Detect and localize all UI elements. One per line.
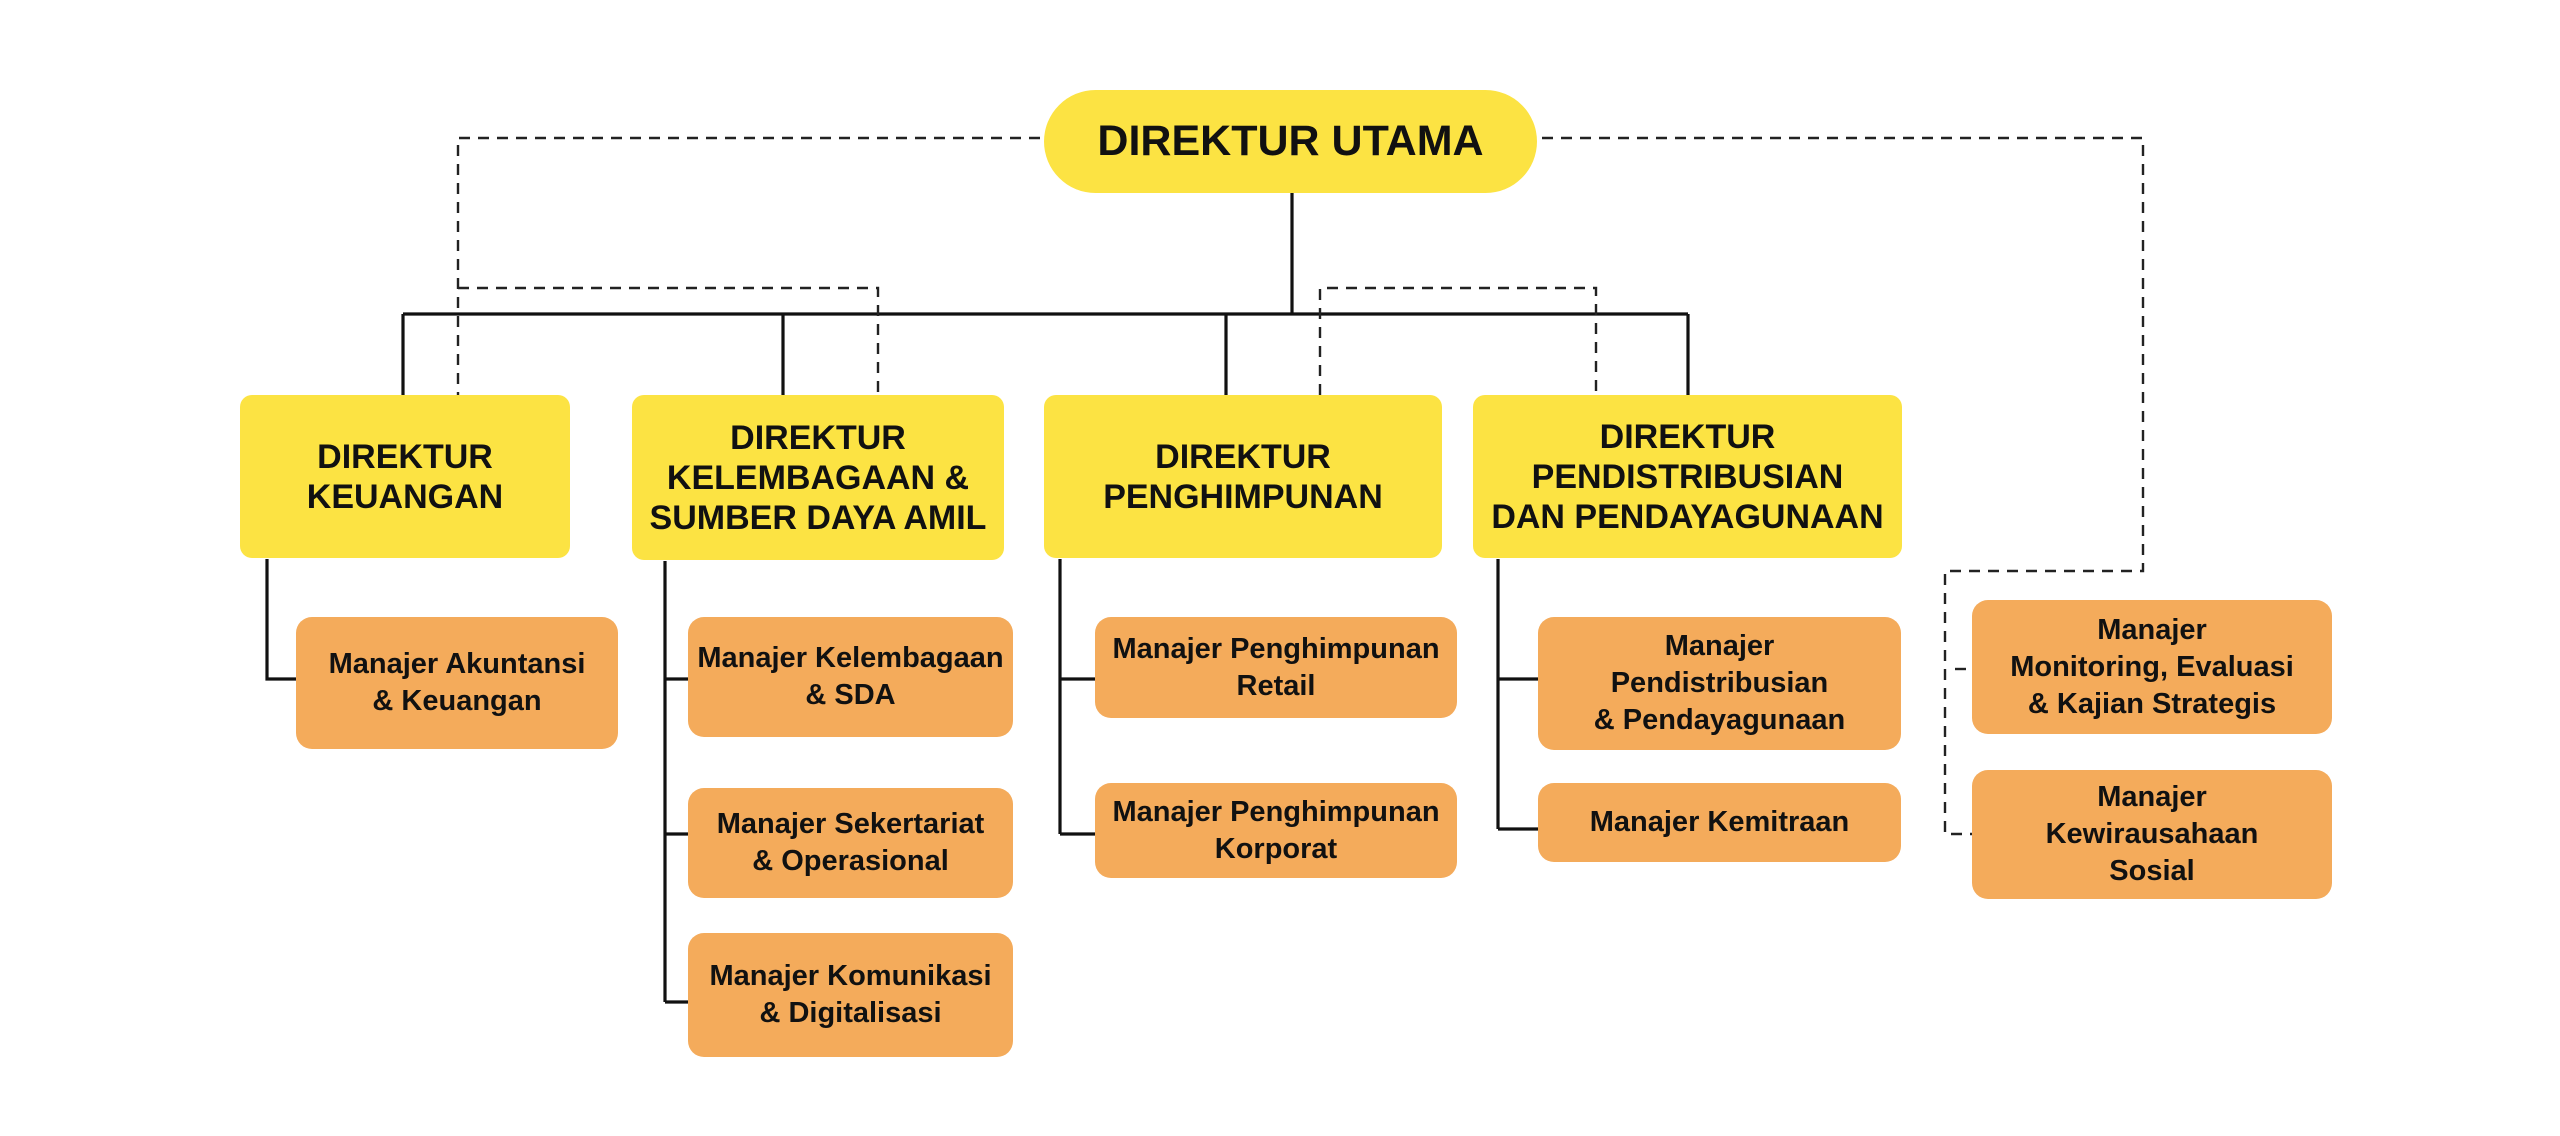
manager-connector-keuangan	[265, 559, 296, 681]
node-manajer-komunikasi: Manajer Komunikasi & Digitalisasi	[688, 933, 1013, 1057]
dashed-inner-left	[458, 286, 880, 395]
node-manajer-penghimpunan-korporat: Manajer Penghimpunan Korporat	[1095, 783, 1457, 878]
node-direktur-keuangan: DIREKTUR KEUANGAN	[240, 395, 570, 558]
node-manajer-kelembagaan: Manajer Kelembagaan & SDA	[688, 617, 1013, 737]
node-direktur-pendistribusian: DIREKTUR PENDISTRIBUSIAN DAN PENDAYAGUNA…	[1473, 395, 1902, 558]
manager-connector-kelembagaan	[663, 561, 688, 1004]
dashed-root-right	[1542, 136, 2145, 836]
node-manajer-penghimpunan-retail: Manajer Penghimpunan Retail	[1095, 617, 1457, 718]
node-manajer-pendistribusian: Manajer Pendistribusian & Pendayagunaan	[1538, 617, 1901, 750]
node-direktur-utama: DIREKTUR UTAMA	[1044, 90, 1537, 193]
node-manajer-kewirausahaan: Manajer Kewirausahaan Sosial	[1972, 770, 2332, 899]
node-manajer-sekertariat: Manajer Sekertariat & Operasional	[688, 788, 1013, 898]
manager-connector-pendistribusian	[1496, 559, 1538, 831]
node-direktur-penghimpunan: DIREKTUR PENGHIMPUNAN	[1044, 395, 1442, 558]
node-manajer-kemitraan: Manajer Kemitraan	[1538, 783, 1901, 862]
node-manajer-monitoring: Manajer Monitoring, Evaluasi & Kajian St…	[1972, 600, 2332, 734]
dashed-inner-right	[1318, 286, 1598, 395]
node-manajer-akuntansi: Manajer Akuntansi & Keuangan	[296, 617, 618, 749]
node-direktur-kelembagaan: DIREKTUR KELEMBAGAAN & SUMBER DAYA AMIL	[632, 395, 1004, 560]
manager-connector-penghimpunan	[1058, 559, 1095, 836]
dashed-root-left	[456, 136, 1040, 395]
